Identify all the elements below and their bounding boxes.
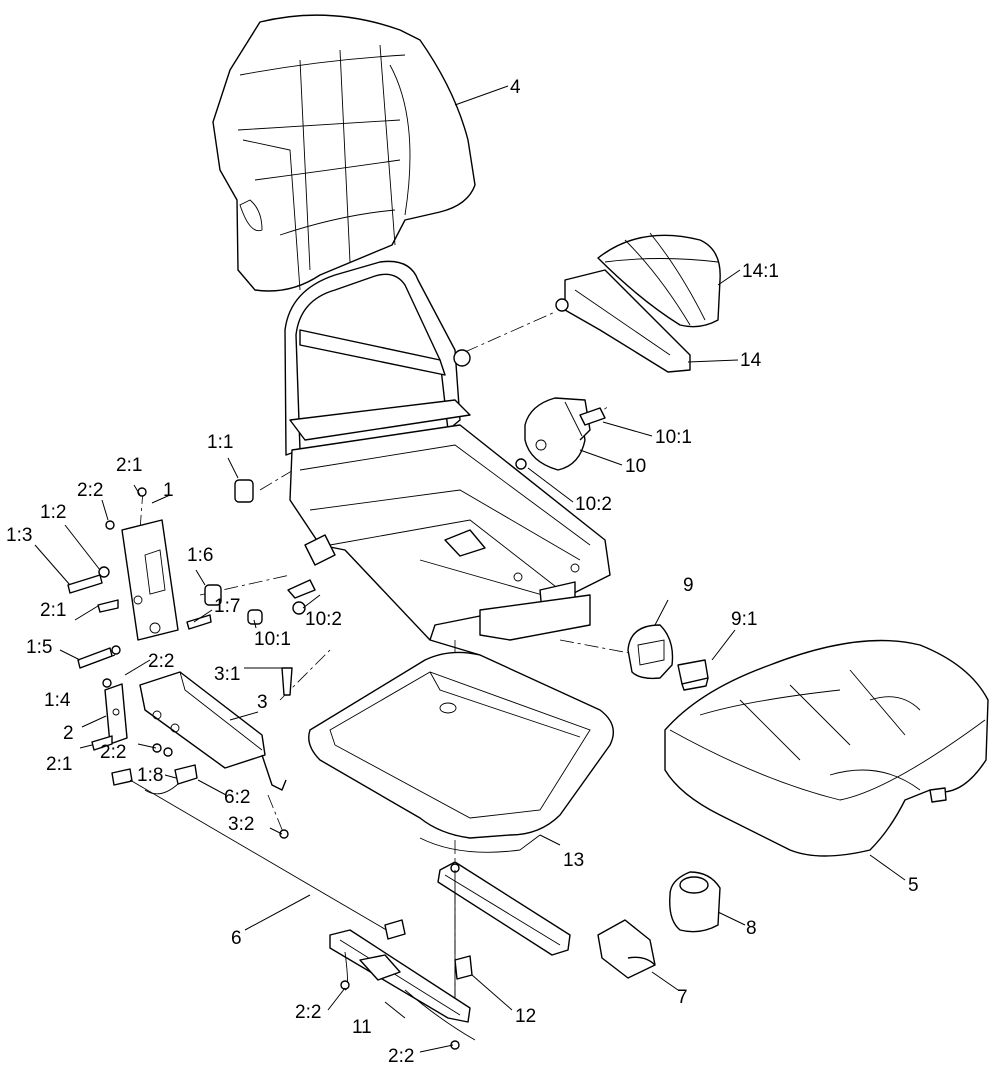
callout-6: 6 [231,928,242,949]
actuator-7 [597,919,656,979]
callout-10: 10 [625,456,646,477]
callout-10-2-mid: 10:2 [305,609,342,630]
callout-3-1: 3:1 [214,664,240,685]
seat-switch-module [515,397,606,471]
callout-1-4: 1:4 [44,690,71,711]
slide-rail-11 [329,929,476,1050]
callout-7: 7 [677,987,688,1008]
callout-1-5: 1:5 [26,637,52,658]
wire-harness [111,764,406,940]
callout-1-3: 1:3 [6,525,32,546]
slide-rail-12 [437,861,571,1000]
callout-2-1-top: 2:1 [116,455,142,476]
callout-1-1: 1:1 [207,432,233,453]
callout-2: 2 [63,723,74,744]
callout-14-1: 14:1 [742,261,779,282]
callout-labels: 4 14:1 14 10:1 10 10:2 1:1 2:1 1 2:2 1:2… [6,77,919,1067]
callout-14: 14 [740,350,762,371]
callout-2-2-low: 2:2 [100,742,126,763]
callout-12: 12 [515,1006,536,1027]
callout-2-1-low: 2:1 [46,754,72,775]
callout-2-2-mid: 2:2 [148,651,174,672]
callout-4: 4 [510,77,521,98]
armrest [555,232,721,373]
leader-lines [34,85,906,1053]
seat-pan [308,651,614,853]
callout-2-2-top: 2:2 [77,480,103,501]
callout-6-2: 6:2 [224,787,250,808]
seat-frame [284,260,611,656]
fasteners [67,479,316,839]
callout-11: 11 [352,1017,372,1038]
mounting-bracket-2 [104,683,128,745]
seat-bottom-cushion [664,639,989,857]
mounting-bracket-3 [139,671,287,791]
callout-3: 3 [257,692,268,713]
adjust-knob-8 [669,871,721,933]
callout-13: 13 [563,850,584,871]
callout-2-2-bot1: 2:2 [295,1002,321,1023]
callout-5: 5 [908,875,919,896]
callout-10-1-mid: 10:1 [254,629,291,650]
callout-1: 1 [163,480,174,501]
mounting-bracket-1 [121,519,179,641]
callout-2-1-mid: 2:1 [40,600,66,621]
callout-3-2: 3:2 [228,814,254,835]
callout-10-2-top: 10:2 [575,494,612,515]
callout-1-8: 1:8 [137,765,163,786]
seat-back-cushion [212,14,476,292]
callout-8: 8 [746,918,757,939]
callout-2-2-bot2: 2:2 [388,1046,414,1067]
callout-1-6: 1:6 [187,545,213,566]
callout-9-1: 9:1 [731,609,757,630]
callout-9: 9 [683,575,694,596]
callout-1-7: 1:7 [214,596,240,617]
callout-10-1-top: 10:1 [655,427,692,448]
switch-bezel [627,624,709,691]
callout-1-2: 1:2 [40,502,66,523]
